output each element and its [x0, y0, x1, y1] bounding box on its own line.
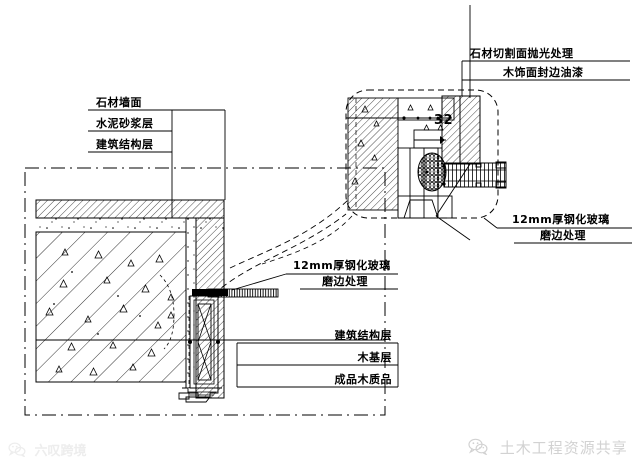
bottom-right-label-boxes: [236, 342, 399, 388]
label-finished-wood-product: 成品木质品: [334, 373, 392, 386]
watermark-bottom-right-text: 土木工程资源共享: [499, 439, 628, 457]
label-tempered-glass-center: 12mm厚钢化玻璃: [293, 259, 391, 272]
detail-leader-lines: [213, 199, 353, 295]
top-right-label-leaders: [461, 5, 630, 98]
label-stone-wall-surface: 石材墙面: [96, 96, 142, 109]
left-label-leaders: [88, 109, 226, 218]
glass-frame-assembly: [178, 288, 279, 403]
main-section-assembly: [35, 199, 385, 403]
label-building-structural-layer: 建筑结构层: [96, 138, 154, 151]
rubber-gasket: [417, 152, 447, 192]
aggregate-marks: [45, 248, 175, 376]
detail-stone-block-a: [441, 95, 461, 165]
detail-lower-profile: [403, 199, 439, 219]
label-edge-grinding-right: 磨边处理: [540, 229, 586, 242]
concrete-structural-body: [35, 231, 187, 383]
wechat-icon-left: [8, 442, 26, 461]
wood-substrate-strip: [207, 288, 279, 298]
detail-wood-member: [443, 162, 507, 188]
dimension-32-lines: [414, 136, 446, 144]
label-cement-mortar-layer: 水泥砂浆层: [96, 117, 154, 130]
detail-dots: [402, 116, 440, 120]
watermark-bottom-left: 六叹跨境: [8, 440, 87, 461]
label-stone-cut-polish: 石材切割面抛光处理: [470, 47, 574, 60]
label-tempered-glass-right: 12mm厚钢化玻璃: [512, 213, 610, 226]
label-building-structural-layer-2: 建筑结构层: [334, 329, 392, 342]
label-wood-base-layer: 木基层: [357, 351, 392, 364]
aggregate-dots: [53, 271, 141, 335]
stone-return-vertical: [186, 217, 225, 399]
joint-nodes: [188, 340, 220, 344]
base-sealant: [178, 387, 222, 403]
wechat-icon: [468, 438, 488, 459]
stone-finish-band: [35, 199, 225, 219]
arc-reference-line: [159, 274, 175, 350]
fastener-marks: [475, 161, 507, 189]
main-view-boundary: [24, 167, 386, 416]
center-label-leaders: [231, 273, 398, 291]
right-label-leaders: [483, 217, 632, 244]
detail-aggregate-marks: [351, 105, 380, 185]
detail-stone-block-b: [459, 95, 481, 165]
watermark-bottom-right: 土木工程资源共享: [468, 437, 628, 459]
enlarged-detail-assembly: [346, 95, 507, 241]
dimension-label-32: 32: [434, 113, 454, 128]
watermark-bottom-left-text: 六叹跨境: [34, 444, 87, 459]
label-edge-grinding-center: 磨边处理: [322, 275, 368, 288]
label-wood-veneer-edge-paint: 木饰面封边油漆: [503, 66, 584, 79]
